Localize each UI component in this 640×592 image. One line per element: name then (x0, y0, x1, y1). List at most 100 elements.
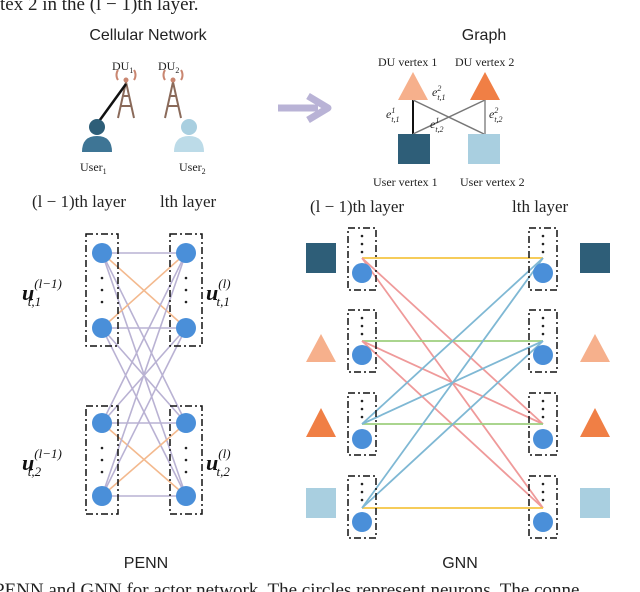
gnn-connections (361, 257, 544, 509)
du-vertex-2-label: DU vertex 2 (455, 55, 514, 69)
gnn-prev-layer-label: (l − 1)th layer (310, 197, 404, 216)
du2-tower-icon (162, 69, 184, 119)
gnn-ellipsis-dot (360, 332, 364, 336)
penn-neuron (176, 318, 196, 338)
u-t1-cur-label: u(l)t,1 (206, 276, 231, 309)
gnn-ellipsis-dot (541, 415, 545, 419)
penn-neuron (176, 486, 196, 506)
gnn-neuron-boxes (347, 227, 558, 539)
penn-box-cur-1 (169, 233, 203, 347)
gnn-right-light-triangle (580, 334, 610, 362)
gnn-ellipsis-dot (360, 415, 364, 419)
gnn-neuron (533, 512, 553, 532)
gnn-edge (361, 340, 544, 509)
penn-box-cur-2 (169, 405, 203, 515)
gnn-left-dark-square (306, 243, 336, 273)
penn-label: PENN (124, 555, 168, 572)
gnn-neuron (533, 263, 553, 283)
penn-neuron (92, 318, 112, 338)
gnn-ellipsis-dot (541, 234, 545, 238)
penn-neuron (176, 243, 196, 263)
penn-edge (101, 327, 187, 497)
gnn-ellipsis-dot (360, 482, 364, 486)
gnn-neurons (352, 263, 553, 532)
user2-icon (174, 119, 204, 152)
user-vertex-1-label: User vertex 1 (373, 175, 438, 189)
du1-user1-link (95, 83, 128, 125)
gnn-ellipsis-dot (360, 490, 364, 494)
cellular-network-title: Cellular Network (89, 27, 207, 44)
gnn-neuron (352, 512, 372, 532)
penn-edge (101, 252, 187, 424)
gnn-ellipsis-dot (360, 407, 364, 411)
gnn-edge (361, 257, 544, 425)
gnn-ellipsis-dot (360, 316, 364, 320)
penn-panel: (l − 1)th layer lth layer u(l−1)t,1 u(l)… (22, 192, 231, 572)
gnn-ellipsis-dot (541, 242, 545, 246)
gnn-ellipsis-dot (360, 242, 364, 246)
gnn-neuron (533, 429, 553, 449)
cellular-network-panel: Cellular Network DU1 DU2 (80, 27, 208, 176)
du1-tower-icon (115, 69, 137, 119)
penn-neuron (92, 486, 112, 506)
gnn-panel: (l − 1)th layer lth layer GNN (306, 197, 610, 572)
gnn-ellipsis-dot (360, 399, 364, 403)
user2-label: User2 (179, 160, 206, 176)
user1-label: User1 (80, 160, 107, 176)
du-vertex-1-label: DU vertex 1 (378, 55, 437, 69)
gnn-neuron (352, 263, 372, 283)
penn-edge (101, 422, 187, 497)
user1-icon (82, 119, 112, 152)
gnn-neuron (352, 345, 372, 365)
gnn-ellipsis-dot (541, 332, 545, 336)
bottom-caption: PENN and GNN for actor network. The circ… (0, 580, 579, 592)
penn-edge (101, 252, 187, 329)
penn-box-prev-1 (85, 233, 119, 347)
du-vertex-1-triangle (398, 72, 428, 100)
penn-ellipsis-dots (100, 276, 188, 474)
gnn-ellipsis-dot (541, 399, 545, 403)
gnn-neuron (352, 429, 372, 449)
gnn-ellipsis-dot (541, 498, 545, 502)
gnn-right-dark-square (580, 243, 610, 273)
penn-neuron (92, 413, 112, 433)
gnn-ellipsis-dot (360, 324, 364, 328)
gnn-ellipsis-dot (541, 250, 545, 254)
gnn-ellipsis-dot (360, 498, 364, 502)
gnn-left-light-square (306, 488, 336, 518)
gnn-edge (361, 257, 544, 509)
transform-arrow-icon (278, 92, 332, 124)
penn-edge (101, 252, 187, 497)
penn-neuron (176, 413, 196, 433)
gnn-label: GNN (442, 555, 478, 572)
gnn-ellipsis-dot (541, 490, 545, 494)
gnn-ellipsis-dot (360, 234, 364, 238)
gnn-left-light-triangle (306, 334, 336, 362)
gnn-ellipsis-dot (541, 482, 545, 486)
gnn-right-light-square (580, 488, 610, 518)
penn-connections (101, 252, 187, 497)
user-vertex-2-label: User vertex 2 (460, 175, 525, 189)
penn-cur-layer-label: lth layer (160, 192, 217, 211)
du2-label: DU2 (158, 59, 179, 75)
gnn-ellipsis-dot (541, 407, 545, 411)
penn-neurons (92, 243, 196, 506)
gnn-right-dark-triangle (580, 408, 610, 437)
u-t1-prev-label: u(l−1)t,1 (22, 276, 62, 309)
edge-du2-user1 (412, 99, 486, 135)
du-vertex-2-triangle (470, 72, 500, 100)
penn-prev-layer-label: (l − 1)th layer (32, 192, 126, 211)
u-t2-prev-label: u(l−1)t,2 (22, 446, 62, 479)
top-caption: tex 2 in the (l − 1)th layer. (0, 0, 199, 15)
gnn-ellipsis-dot (541, 324, 545, 328)
gnn-ellipsis-dot (541, 316, 545, 320)
penn-box-prev-2 (85, 405, 119, 515)
gnn-neuron (533, 345, 553, 365)
du1-label: DU1 (112, 59, 133, 75)
gnn-ellipsis-dot (360, 250, 364, 254)
